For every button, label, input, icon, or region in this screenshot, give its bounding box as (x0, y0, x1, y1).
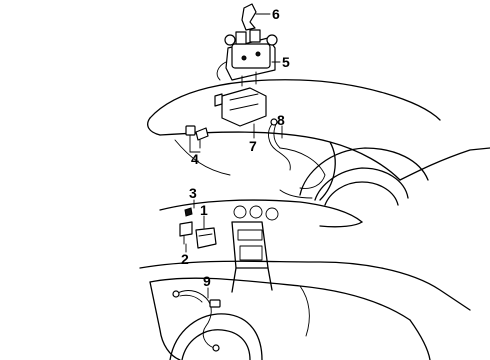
callout-1: 1 (200, 202, 208, 218)
callout-4: 4 (191, 151, 199, 167)
callout-6: 6 (272, 6, 280, 22)
callout-8: 8 (277, 112, 285, 128)
bracket (241, 3, 257, 31)
abs-actuator (216, 29, 278, 87)
speed-sensor-front (185, 125, 209, 153)
mounting-bracket (214, 87, 267, 127)
sensor-wire-harness (268, 118, 291, 171)
abs-control-module (195, 227, 217, 249)
rear-car-body (139, 260, 471, 360)
callout-5: 5 (282, 54, 290, 70)
leader-lines (185, 13, 283, 299)
callout-2: 2 (181, 251, 189, 267)
g-sensor (179, 221, 193, 245)
callout-7: 7 (249, 138, 257, 154)
callout-9: 9 (203, 273, 211, 289)
callout-labels: 6 5 7 8 4 3 1 2 9 (181, 6, 290, 289)
rear-sensor-harness (172, 290, 221, 352)
front-car-body (147, 79, 490, 206)
clip (184, 207, 193, 217)
callout-3: 3 (189, 185, 197, 201)
